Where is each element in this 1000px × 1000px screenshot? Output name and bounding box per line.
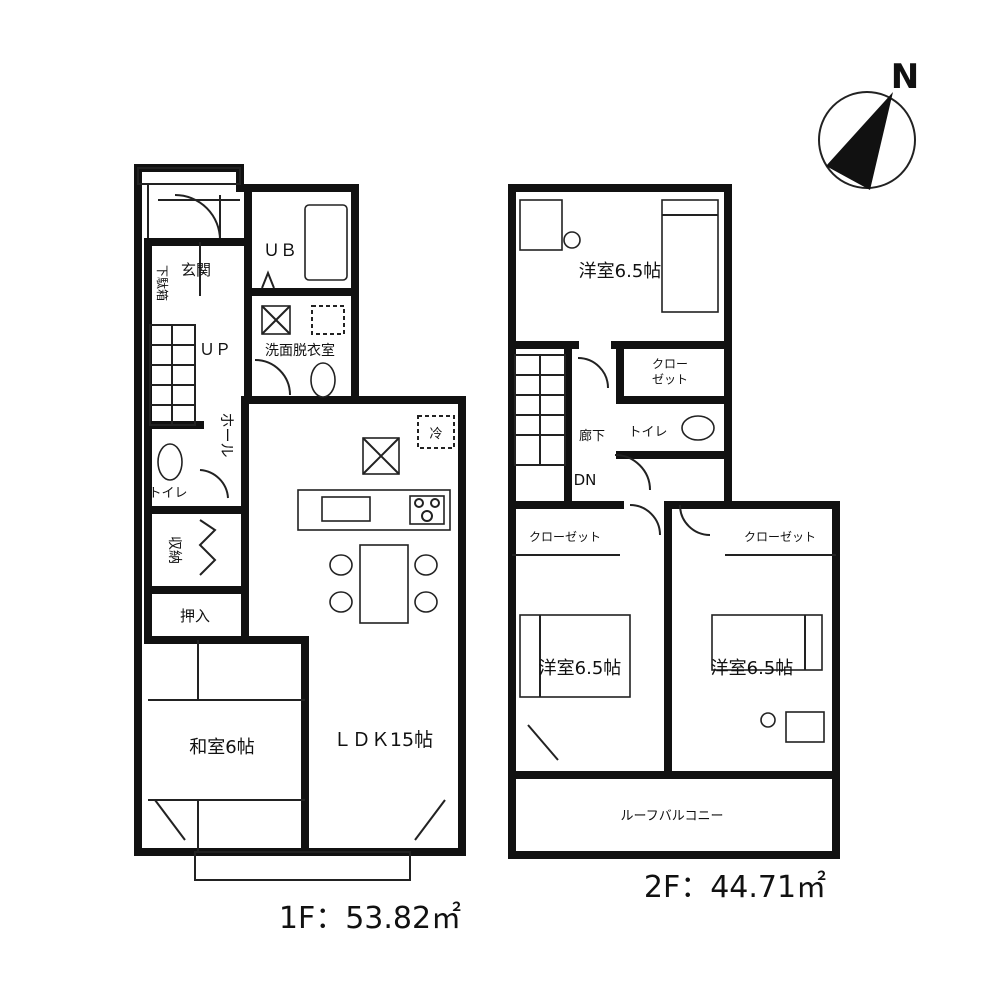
closet-top-label: クローゼット [652, 357, 688, 387]
floor1-bay-window [194, 851, 411, 881]
bed-icon [519, 614, 631, 698]
oshiire-label: 押入 [180, 607, 210, 625]
staircase-2f [514, 354, 566, 466]
yoshitsu-right-label: 洋室6.5帖 [711, 658, 794, 679]
roka-label: 廊下 [579, 428, 605, 444]
up-label: ＵＰ [199, 340, 231, 359]
toilet-2f-label: トイレ [628, 425, 667, 440]
entrance-door-icon [174, 194, 221, 241]
balcony-label: ルーフバルコニー [621, 809, 724, 824]
washitsu-label: 和室6帖 [189, 737, 254, 758]
fridge-space [417, 415, 455, 449]
toilet-icon [681, 415, 715, 441]
genkan-label: 玄関 [181, 261, 211, 279]
entrance-porch [137, 167, 241, 185]
getabako-label: 下駄箱 [155, 265, 170, 301]
washing-machine-icon [311, 305, 345, 335]
ub-label: ＵＢ [263, 241, 297, 261]
floor2-plan [508, 184, 840, 859]
toilet-icon [157, 443, 183, 481]
kitchen-sink-icon [321, 496, 371, 522]
closet-right-label: クローゼット [744, 530, 816, 544]
bed-icon [661, 199, 719, 313]
roof-balcony [508, 771, 840, 859]
staircase-1f [149, 324, 196, 426]
dn-label: DN [574, 471, 597, 489]
senmen-label: 洗面脱衣室 [265, 342, 335, 359]
compass-north-label: N [891, 57, 919, 97]
shuno-label: 収納 [166, 536, 182, 564]
toilet-icon [310, 362, 336, 398]
toilet-1f-label: トイレ [148, 486, 187, 501]
floor1-plan [134, 164, 466, 881]
compass-arrow-icon [826, 92, 893, 190]
floor1-area-label: 1F：53.82㎡ [279, 901, 461, 936]
yoshitsu-top-label: 洋室6.5帖 [579, 261, 662, 282]
desk-icon [519, 199, 563, 251]
hall-label: ホール [218, 412, 236, 457]
bed-icon [711, 614, 823, 671]
compass: N [818, 57, 919, 190]
bathtub-icon [304, 204, 348, 281]
yoshitsu-left-label: 洋室6.5帖 [539, 658, 622, 679]
desk-icon [785, 711, 825, 743]
dining-table-icon [359, 544, 409, 624]
floor2-area-label: 2F：44.71㎡ [644, 870, 826, 905]
closet-left-label: クローゼット [529, 530, 601, 544]
ldk-label: ＬＤＫ15帖 [333, 729, 433, 751]
fridge-label: 冷 [429, 427, 442, 442]
